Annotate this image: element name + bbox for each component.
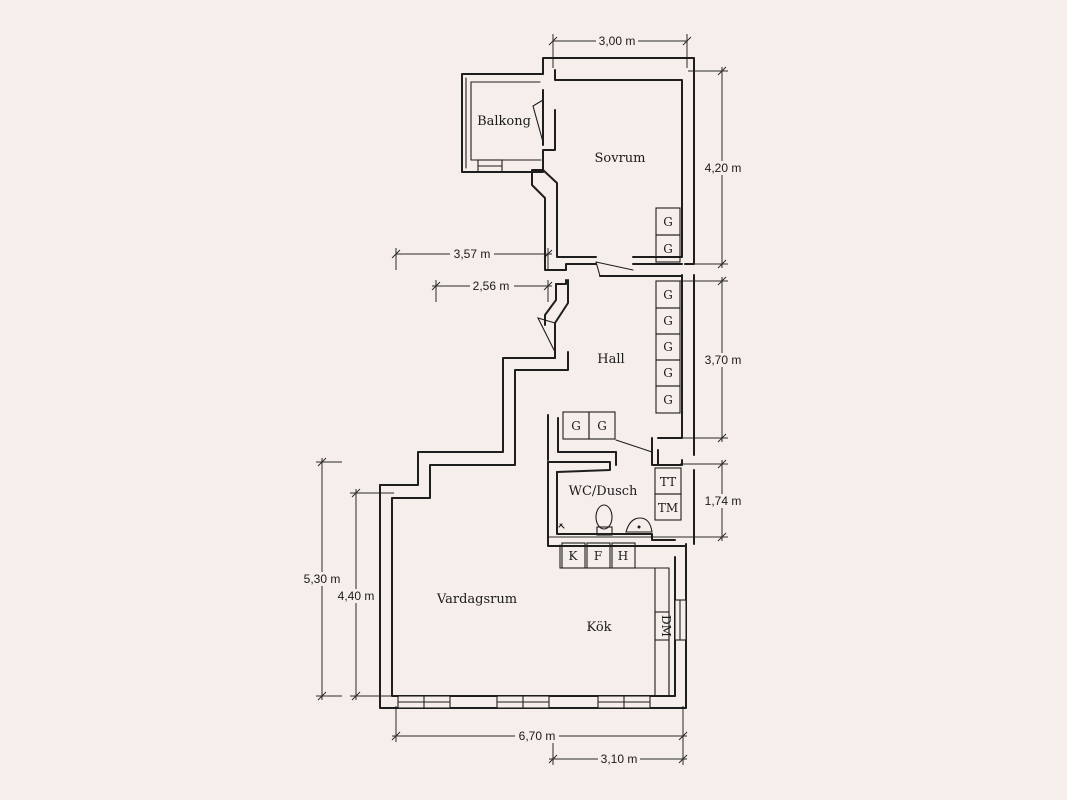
wardrobe-label: G (571, 419, 581, 433)
kitchen-appliances: K F H DM (561, 542, 673, 641)
dim-wc-height: 1,74 m (705, 494, 742, 508)
cooker-label: H (618, 549, 628, 563)
doors-and-windows (397, 99, 687, 709)
wardrobe-label: G (663, 288, 673, 302)
dim-hall-offset-b: 2,56 m (473, 279, 510, 293)
dim-left-height-outer: 5,30 m (304, 572, 341, 586)
room-label-balkong: Balkong (477, 114, 531, 129)
sink-icon (625, 517, 653, 533)
wardrobe-label: G (663, 393, 673, 407)
shower-icon (558, 523, 565, 529)
room-label-wc: WC/Dusch (569, 484, 638, 499)
wardrobe-label: G (663, 314, 673, 328)
wardrobe-label: G (663, 215, 673, 229)
wardrobe-label: G (597, 419, 607, 433)
room-label-kok: Kök (586, 620, 611, 635)
room-labels: Balkong Sovrum Hall WC/Dusch Vardagsrum … (436, 114, 646, 635)
fridge-label: K (569, 549, 579, 563)
walls (379, 57, 695, 709)
wardrobe-box (655, 234, 681, 263)
dishwasher-label: DM (659, 615, 673, 637)
wardrobe-label: G (663, 242, 673, 256)
dim-left-height-inner: 4,40 m (338, 589, 375, 603)
wardrobe-box (588, 411, 616, 440)
laundry-appliances: TT TM (654, 467, 682, 521)
dim-bottom-width: 6,70 m (519, 729, 556, 743)
dim-hall-height: 3,70 m (705, 353, 742, 367)
dim-sovrum-height: 4,20 m (705, 161, 742, 175)
freezer-label: F (594, 549, 602, 563)
wardrobe-label: G (663, 340, 673, 354)
tumble-dryer-label: TT (660, 475, 676, 489)
toilet-icon (595, 504, 613, 530)
dimension-labels: 3,00 m 4,20 m 3,57 m 2,56 m 3,70 m 1,74 … (301, 34, 744, 766)
wardrobes: G G G G G G G G G (562, 207, 681, 440)
wardrobe-box (655, 385, 681, 414)
washing-machine-label: TM (658, 501, 678, 515)
room-label-sovrum: Sovrum (595, 151, 646, 166)
dim-kitchen-width: 3,10 m (601, 752, 638, 766)
room-label-hall: Hall (597, 352, 624, 367)
dim-hall-offset-a: 3,57 m (454, 247, 491, 261)
wardrobe-label: G (663, 366, 673, 380)
room-label-vardagsrum: Vardagsrum (436, 592, 517, 607)
dim-top-width: 3,00 m (599, 34, 636, 48)
